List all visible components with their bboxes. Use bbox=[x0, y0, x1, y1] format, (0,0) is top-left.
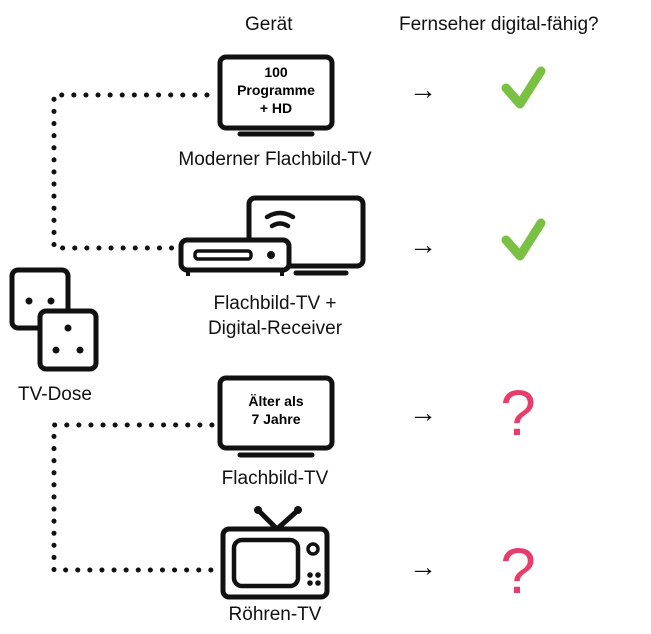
connector-lines bbox=[51, 92, 223, 573]
screen-text-line-3: + HD bbox=[260, 100, 292, 116]
arrow-3: → bbox=[409, 397, 437, 428]
connector-top bbox=[51, 92, 210, 251]
receiver-box-icon bbox=[178, 237, 292, 273]
arrow-4: → bbox=[409, 551, 437, 582]
flatscreen-tv-icon: 100 Programme + HD bbox=[217, 54, 335, 137]
device-label-old-flat: Flachbild-TV bbox=[221, 468, 329, 489]
question-mark-icon-2: ? bbox=[500, 535, 536, 607]
header-device: Gerät bbox=[245, 14, 293, 35]
question-mark-icon: ? bbox=[500, 377, 536, 449]
arrow-1: → bbox=[409, 74, 437, 105]
device-label-modern: Moderner Flachbild-TV bbox=[178, 149, 372, 170]
flatscreen-tv-icon-old: Älter als 7 Jahre bbox=[217, 375, 335, 458]
device-label-receiver-line-1: Flachbild-TV + bbox=[213, 293, 337, 314]
socket-label: TV-Dose bbox=[18, 384, 92, 405]
check-icon bbox=[501, 66, 546, 109]
connector-bottom bbox=[51, 422, 223, 573]
tv-with-receiver-icon bbox=[178, 195, 366, 276]
crt-tv-icon bbox=[220, 506, 330, 600]
screen-text-old-line-1: Älter als bbox=[248, 393, 303, 409]
arrow-2: → bbox=[409, 229, 437, 260]
screen-text-line-2: Programme bbox=[237, 82, 315, 98]
screen-text-old-line-2: 7 Jahre bbox=[251, 411, 300, 427]
tv-socket-icon bbox=[9, 267, 99, 372]
device-label-crt: Röhren-TV bbox=[228, 604, 322, 625]
device-label-receiver-line-2: Digital-Receiver bbox=[207, 318, 343, 339]
check-icon-2 bbox=[501, 218, 546, 261]
wifi-icon bbox=[264, 210, 296, 229]
screen-text-line-1: 100 bbox=[264, 64, 288, 80]
header-question: Fernseher digital-fähig? bbox=[399, 14, 599, 35]
